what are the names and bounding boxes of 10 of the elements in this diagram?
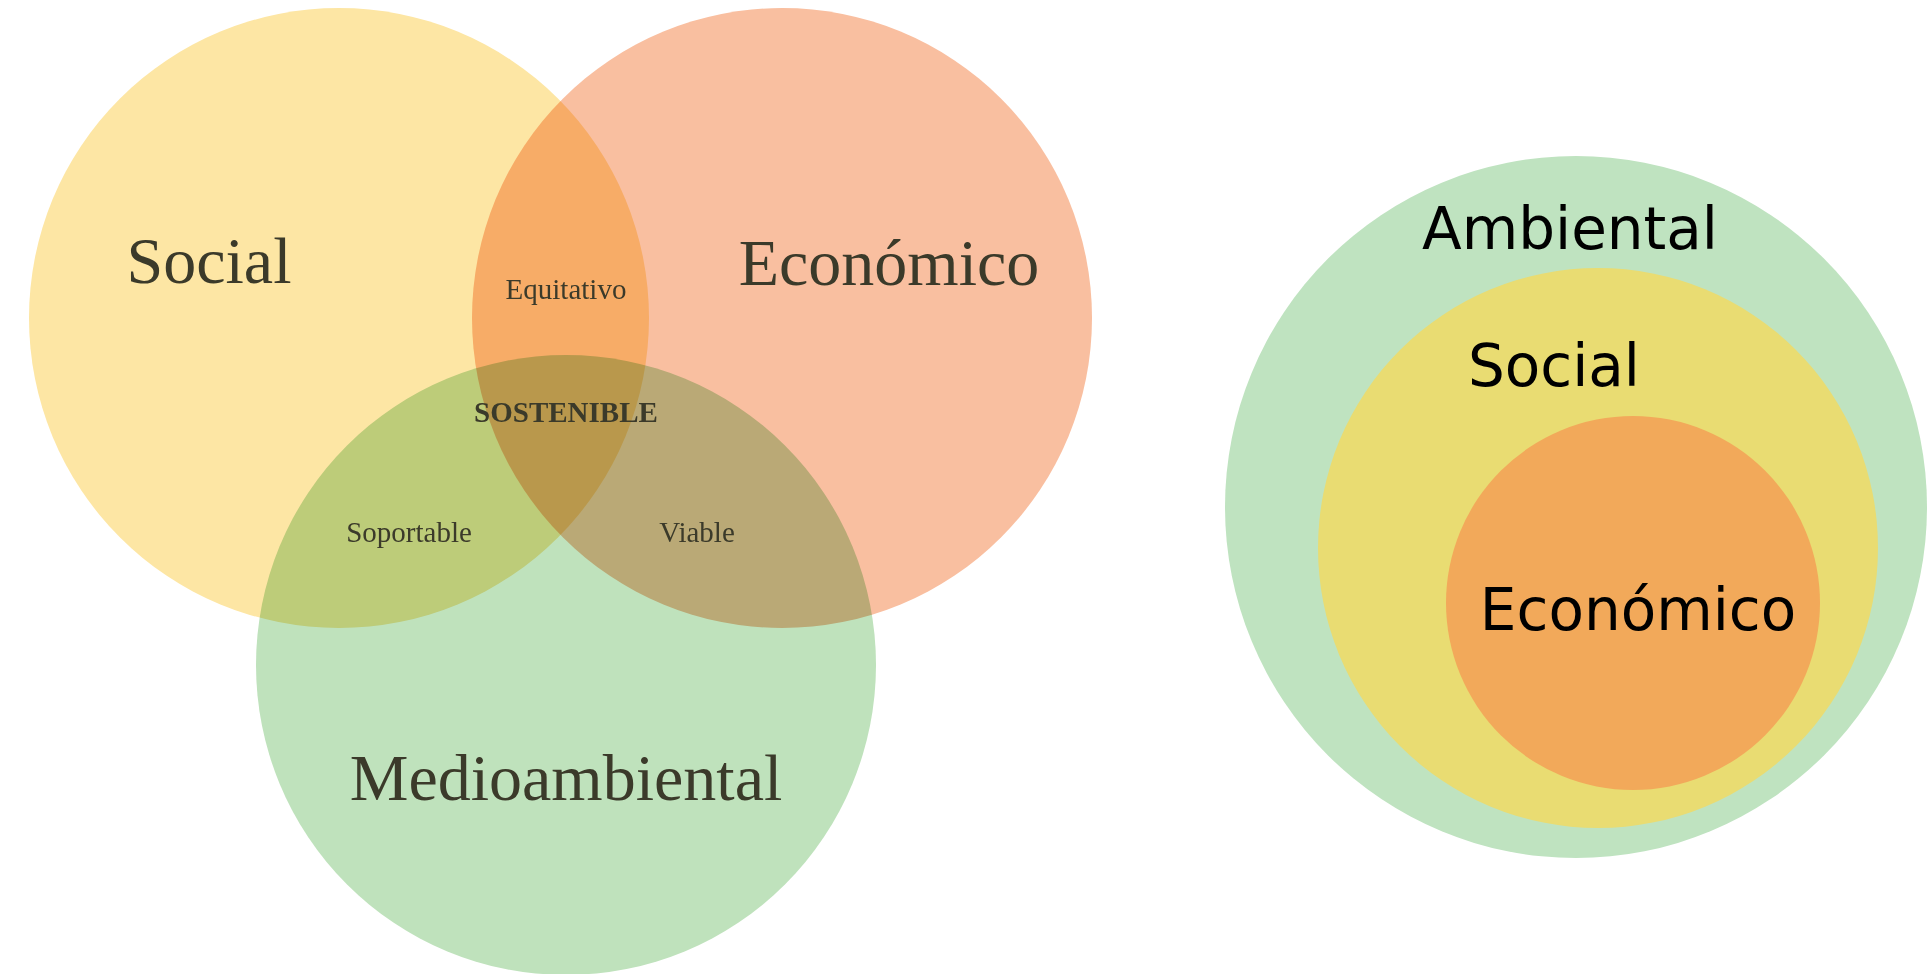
overlap-label: Viable: [659, 517, 735, 547]
region-label: Económico: [738, 230, 1040, 296]
region-label: Ambiental: [1422, 200, 1718, 258]
region-label: Social: [1468, 337, 1640, 395]
region-label: Social: [126, 228, 292, 294]
overlap-label: Equitativo: [505, 274, 627, 304]
region-label: Medioambiental: [349, 745, 783, 811]
overlap-label: Soportable: [346, 517, 472, 547]
region-label: Económico: [1479, 581, 1797, 639]
center-label: SOSTENIBLE: [474, 397, 658, 427]
